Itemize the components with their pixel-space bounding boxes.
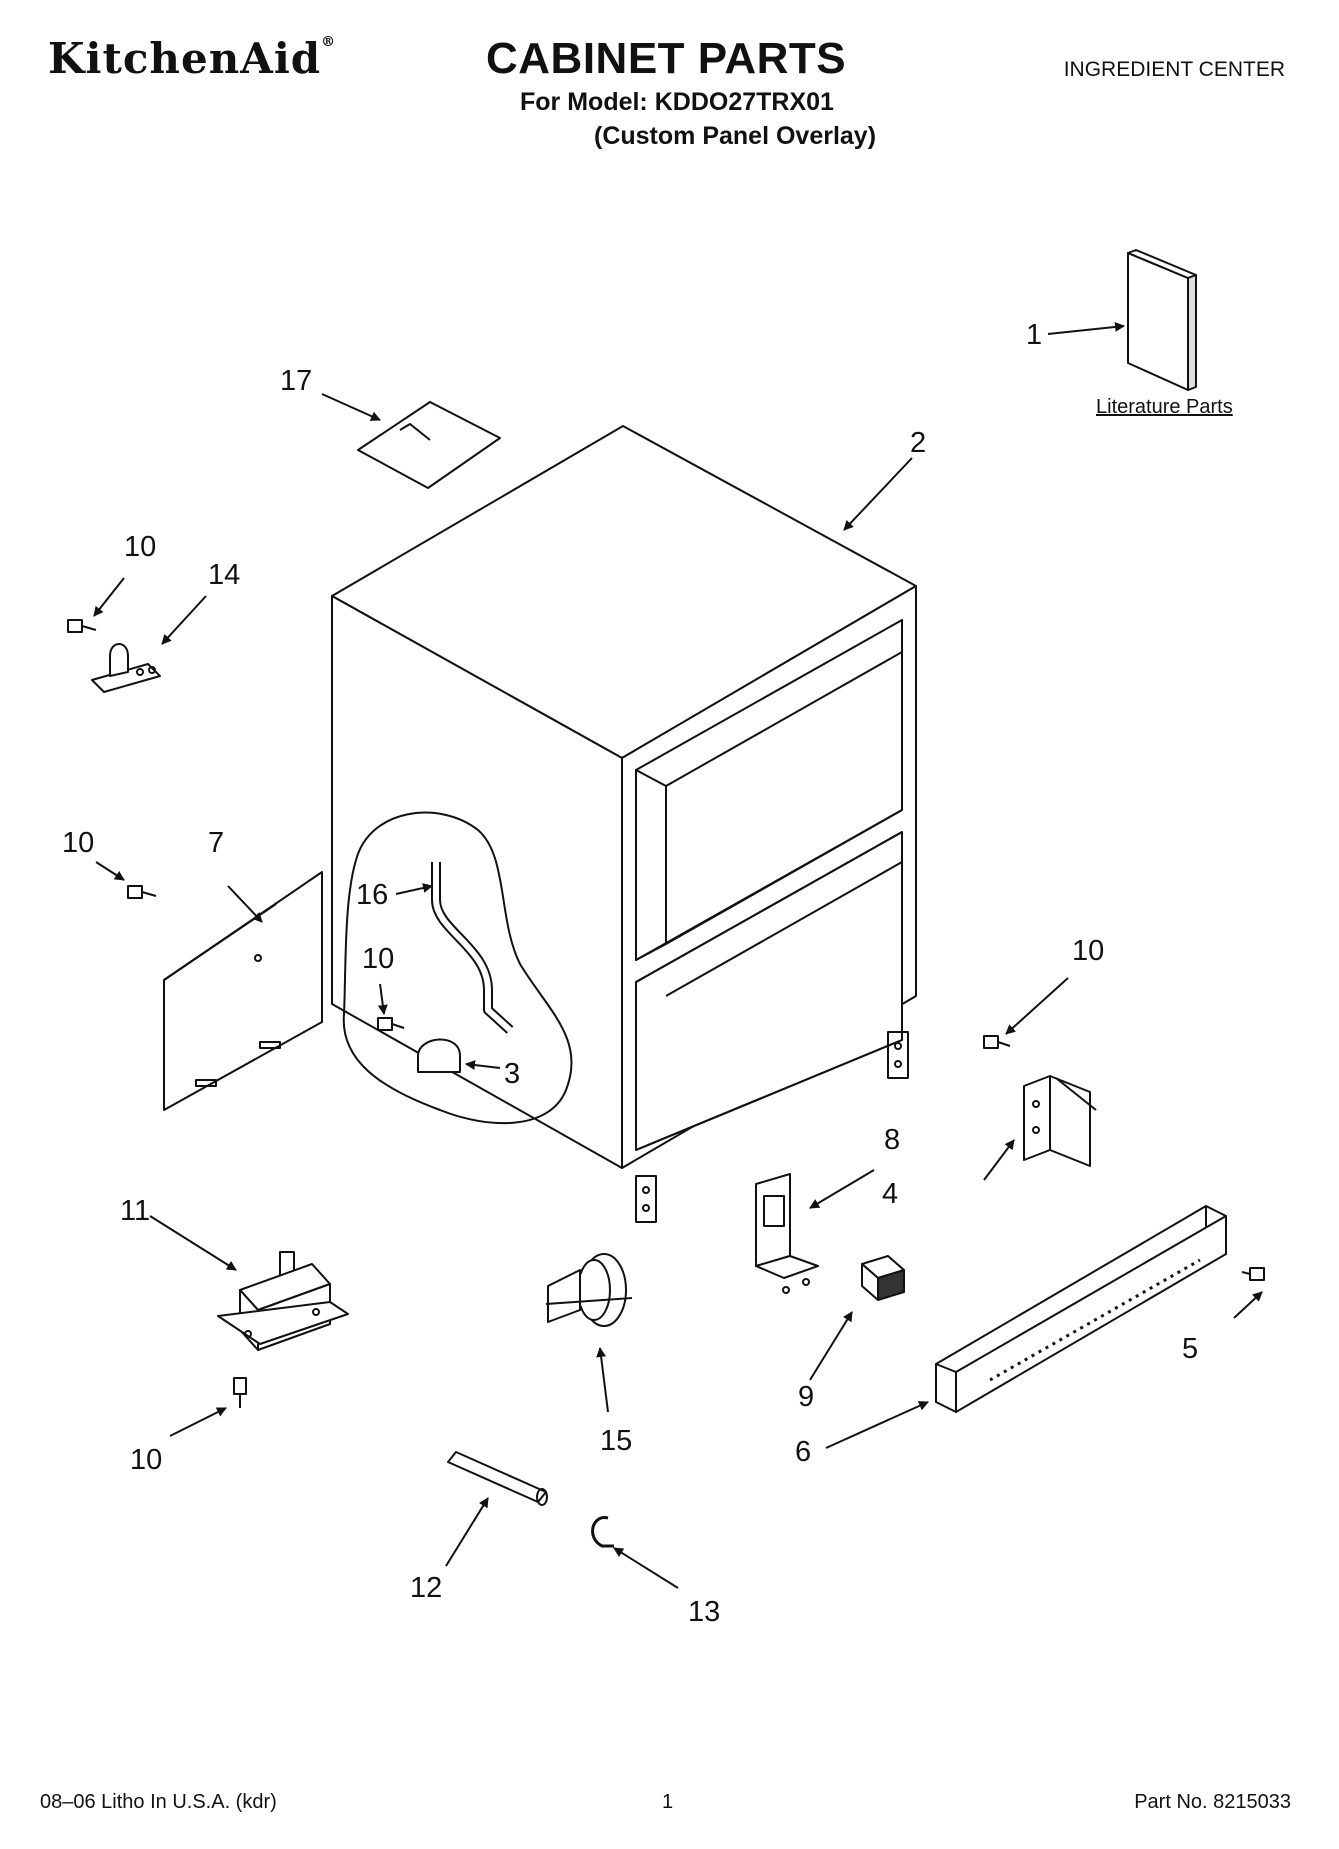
door-switch (861, 1255, 905, 1301)
leveling-leg (217, 1251, 349, 1351)
pivot-pin (447, 1451, 548, 1506)
screw-mid-left (127, 885, 157, 899)
callout-10-bracket-screw: 10 (1072, 935, 1104, 967)
footer-page-number: 1 (662, 1791, 674, 1813)
callout-10-panel-screw: 10 (62, 827, 94, 859)
callout-7: 7 (208, 827, 224, 859)
callout-15: 15 (600, 1425, 632, 1457)
model-line: For Model: KDDO27TRX01 (520, 88, 834, 116)
mounting-bracket-4 (1023, 1075, 1097, 1167)
footer-print-info: 08–06 Litho In U.S.A. (kdr) (40, 1791, 277, 1813)
grille-slots (989, 1258, 1201, 1382)
screw-top-left (67, 619, 97, 633)
callout-5: 5 (1182, 1333, 1198, 1365)
grille-screw (1241, 1267, 1265, 1281)
brand-logo: KitchenAid® (48, 34, 337, 83)
cabinet-body (331, 425, 917, 1223)
callout-12: 12 (410, 1572, 442, 1604)
literature-booklet (1127, 249, 1197, 391)
screw-bottom-left (233, 1377, 247, 1408)
callout-13: 13 (688, 1596, 720, 1628)
hinge-bracket (91, 643, 161, 693)
screw-right (983, 1035, 1011, 1049)
callout-17: 17 (280, 365, 312, 397)
callout-3: 3 (504, 1058, 520, 1090)
footer-part-number: Part No. 8215033 (1134, 1791, 1291, 1813)
callout-6: 6 (795, 1436, 811, 1468)
variant-line: (Custom Panel Overlay) (594, 122, 877, 150)
callout-4: 4 (882, 1178, 898, 1210)
leveling-foot (545, 1253, 633, 1327)
toe-grille (935, 1205, 1227, 1413)
hose-clamp (417, 1038, 461, 1073)
cutaway-outline (342, 811, 573, 1125)
category-label: INGREDIENT CENTER (1063, 58, 1285, 81)
callout-11: 11 (120, 1195, 150, 1227)
callout-10-leg-screw: 10 (130, 1444, 162, 1476)
callout-8: 8 (884, 1124, 900, 1156)
leader-arrows (93, 321, 1263, 1589)
top-trim-piece (357, 401, 501, 489)
callout-9: 9 (798, 1381, 814, 1413)
page-title: CABINET PARTS (486, 34, 847, 83)
mounting-bracket-8 (755, 1173, 819, 1294)
callout-16: 16 (356, 879, 388, 911)
side-panel (163, 871, 323, 1111)
callout-14: 14 (208, 559, 240, 591)
callout-10-hinge-screw: 10 (124, 531, 156, 563)
callout-2: 2 (910, 427, 926, 459)
callout-10-clamp-screw: 10 (362, 943, 394, 975)
e-clip (591, 1516, 614, 1548)
literature-parts-label: Literature Parts (1096, 396, 1233, 418)
screw-cutaway (377, 1017, 405, 1031)
callout-1: 1 (1026, 319, 1042, 351)
